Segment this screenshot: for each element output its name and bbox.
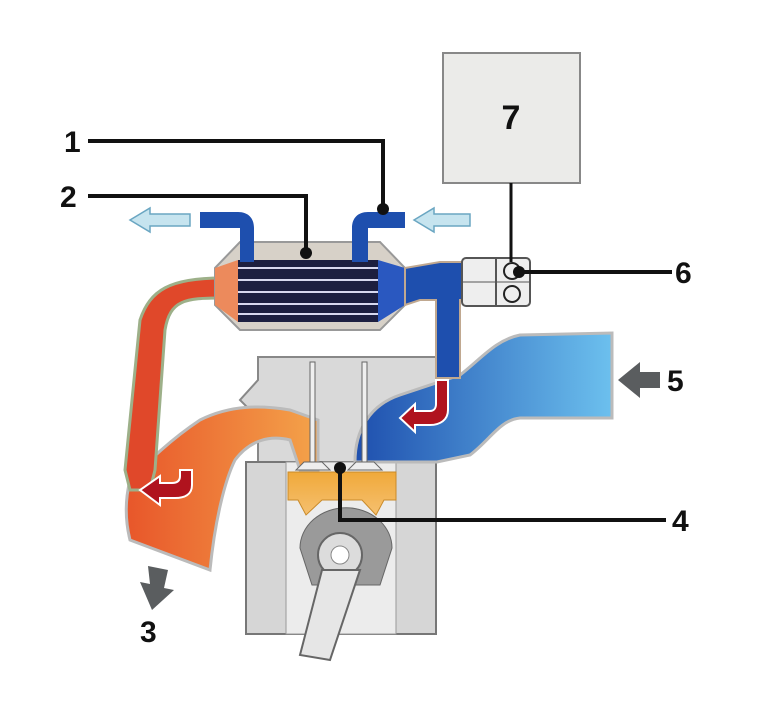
exhaust-valve: [294, 361, 332, 471]
label-2: 2: [60, 181, 77, 214]
piston: [287, 471, 397, 662]
label-3: 3: [140, 616, 157, 649]
coolant-in-arrow: [412, 206, 471, 234]
fresh-air-in-arrow: [618, 362, 660, 398]
egr-valve: [461, 257, 531, 307]
leader-lines: [88, 139, 672, 522]
label-5: 5: [667, 365, 684, 398]
coolant-out-arrow: [128, 206, 191, 234]
label-4: 4: [672, 505, 689, 538]
control-unit: 7: [442, 52, 581, 184]
label-1: 1: [64, 126, 81, 159]
label-6: 6: [675, 257, 692, 290]
coolant-outlet-pipe: [200, 212, 254, 262]
label-7: 7: [502, 99, 521, 137]
coolant-inlet-pipe: [352, 212, 405, 262]
exhaust-out-arrow: [140, 566, 174, 610]
intake-port: [353, 331, 614, 464]
egr-cooler: [214, 241, 406, 331]
egr-from-exhaust-arrow: [138, 469, 193, 507]
egr-into-intake-arrow: [398, 379, 449, 435]
intake-valve: [346, 361, 384, 471]
exhaust-port: [124, 405, 320, 573]
egr-cold-pipe: [404, 261, 471, 379]
